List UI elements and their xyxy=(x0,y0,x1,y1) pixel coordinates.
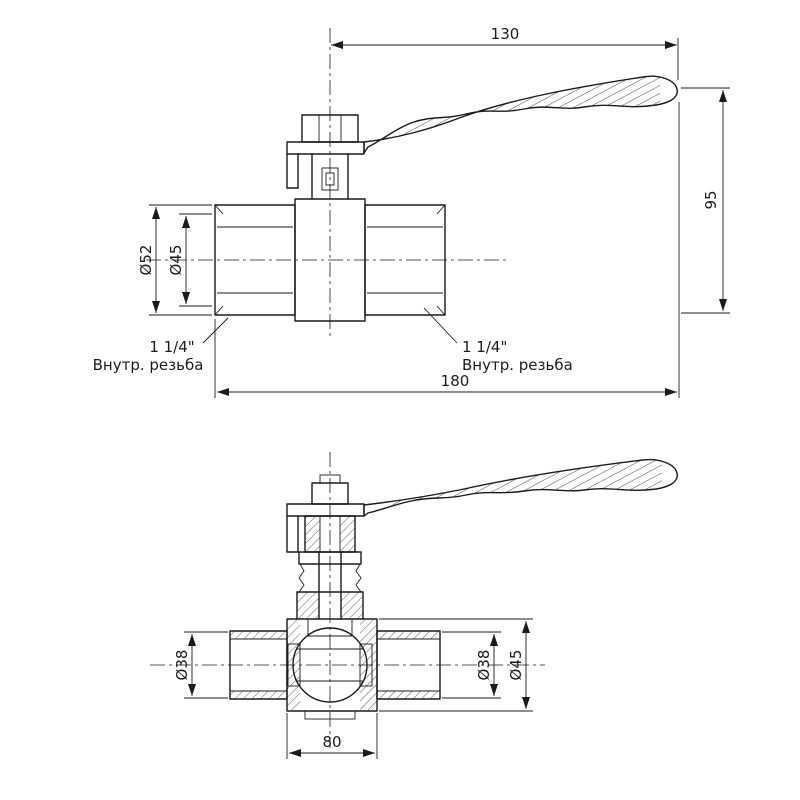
section-view: Ø38 Ø38 Ø45 80 xyxy=(150,452,678,759)
handle-grip-hatch-section xyxy=(390,459,662,516)
handle-grip-hatch xyxy=(392,76,660,153)
dim-95: 95 xyxy=(681,87,730,314)
dim-d52-label: Ø52 xyxy=(137,245,155,276)
dim-d52: Ø52 xyxy=(137,204,212,316)
dim-d45-label: Ø45 xyxy=(167,245,185,276)
packing-washers-left xyxy=(298,563,319,593)
dim-d38-right: Ø38 xyxy=(442,631,501,699)
side-view: 130 95 Ø52 Ø45 1 1/4" Внутр. резьба xyxy=(93,25,730,398)
thread-left-type: Внутр. резьба xyxy=(93,356,204,374)
handle-lever-outline xyxy=(363,75,678,154)
dim-95-label: 95 xyxy=(702,190,720,209)
dim-d38-right-label: Ø38 xyxy=(475,650,493,681)
thread-label-right: 1 1/4" Внутр. резьба xyxy=(423,307,573,374)
thread-right-size: 1 1/4" xyxy=(462,338,507,356)
dim-d38-left: Ø38 xyxy=(173,631,228,699)
thread-left-size: 1 1/4" xyxy=(149,338,194,356)
dim-d45: Ø45 xyxy=(167,213,212,307)
thread-right-type: Внутр. резьба xyxy=(462,356,573,374)
valve-body-section xyxy=(229,515,441,720)
dim-d38-left-label: Ø38 xyxy=(173,650,191,681)
dim-80-label: 80 xyxy=(322,733,341,751)
dim-130-label: 130 xyxy=(491,25,520,43)
thread-label-left: 1 1/4" Внутр. резьба xyxy=(93,317,229,374)
handle-side xyxy=(286,75,678,189)
dim-130: 130 xyxy=(331,25,679,80)
handle-lever-outline-section xyxy=(363,458,678,517)
dim-80: 80 xyxy=(286,713,378,759)
dim-180: 180 xyxy=(214,102,680,398)
packing-washers-right xyxy=(341,563,362,593)
dim-d45-section-label: Ø45 xyxy=(507,650,525,681)
dim-180-label: 180 xyxy=(441,372,470,390)
dim-d45-section: Ø45 xyxy=(379,618,533,712)
